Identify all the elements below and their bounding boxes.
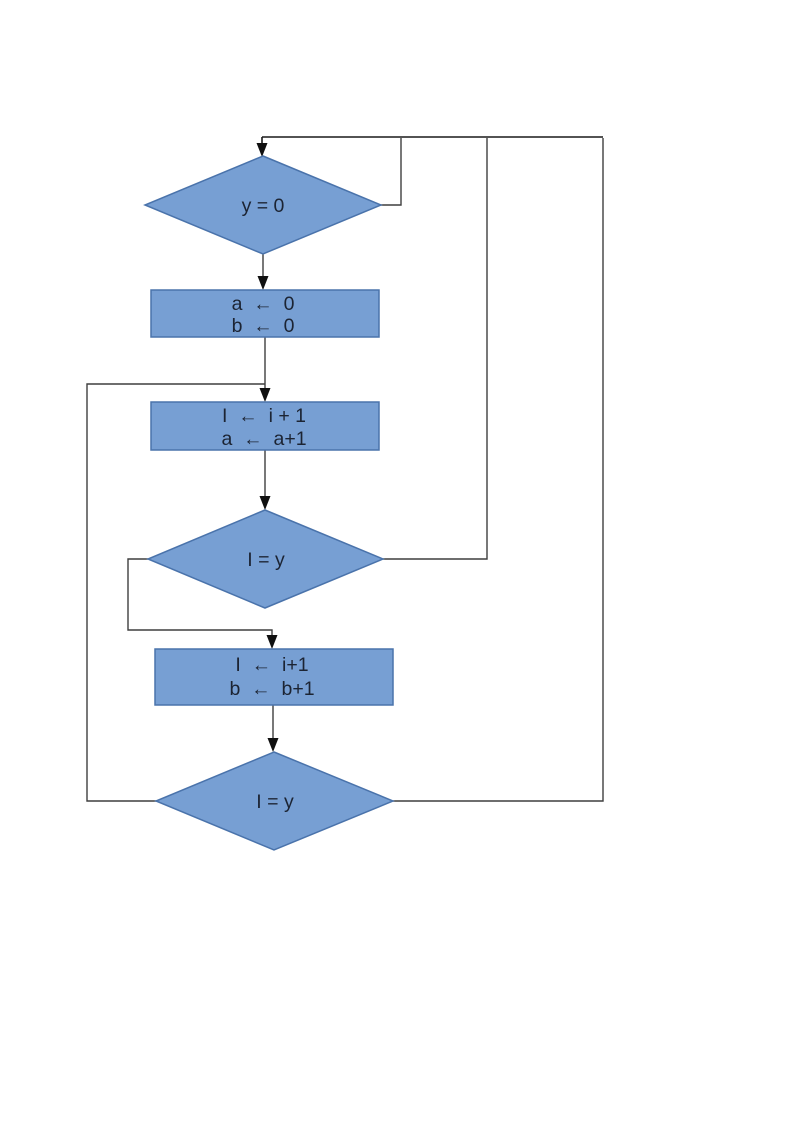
decision-y-eq-0 [143,155,383,255]
process-incr-i-a-line2: a ← a+1 [221,428,306,450]
process-incr-i-b [154,648,394,706]
arrowhead-into-init [257,276,269,290]
connector-decision1-left-loop [127,558,273,640]
connector-left-feedback [86,383,265,802]
process-incr-i-a [150,401,380,451]
process-init-line2: b ← 0 [232,315,295,337]
arrowhead-into-decision2 [267,738,279,752]
process-incr-i-a-line1: I ← i + 1 [222,405,306,427]
arrowhead-into-decision-y [256,143,268,157]
connector-decision1-right-up [383,138,488,560]
arrowhead-into-incr-b [266,635,278,649]
process-init [150,289,380,338]
process-init-line1: a ← 0 [232,293,295,315]
arrowhead-into-decision1 [259,496,271,510]
decision-y-eq-0-label: y = 0 [242,195,285,217]
process-incr-i-b-line1: I ← i+1 [235,654,308,676]
decision-i-eq-y-1-label: I = y [247,549,285,571]
decision-i-eq-y-1 [146,509,385,609]
connector-decision2-right-up [393,138,604,802]
decision-i-eq-y-2-label: I = y [256,791,294,813]
process-incr-i-b-line2: b ← b+1 [229,678,314,700]
connector-decision-y-right-up [380,138,402,206]
decision-i-eq-y-2 [154,751,395,851]
arrowhead-into-incr-a [259,388,271,402]
